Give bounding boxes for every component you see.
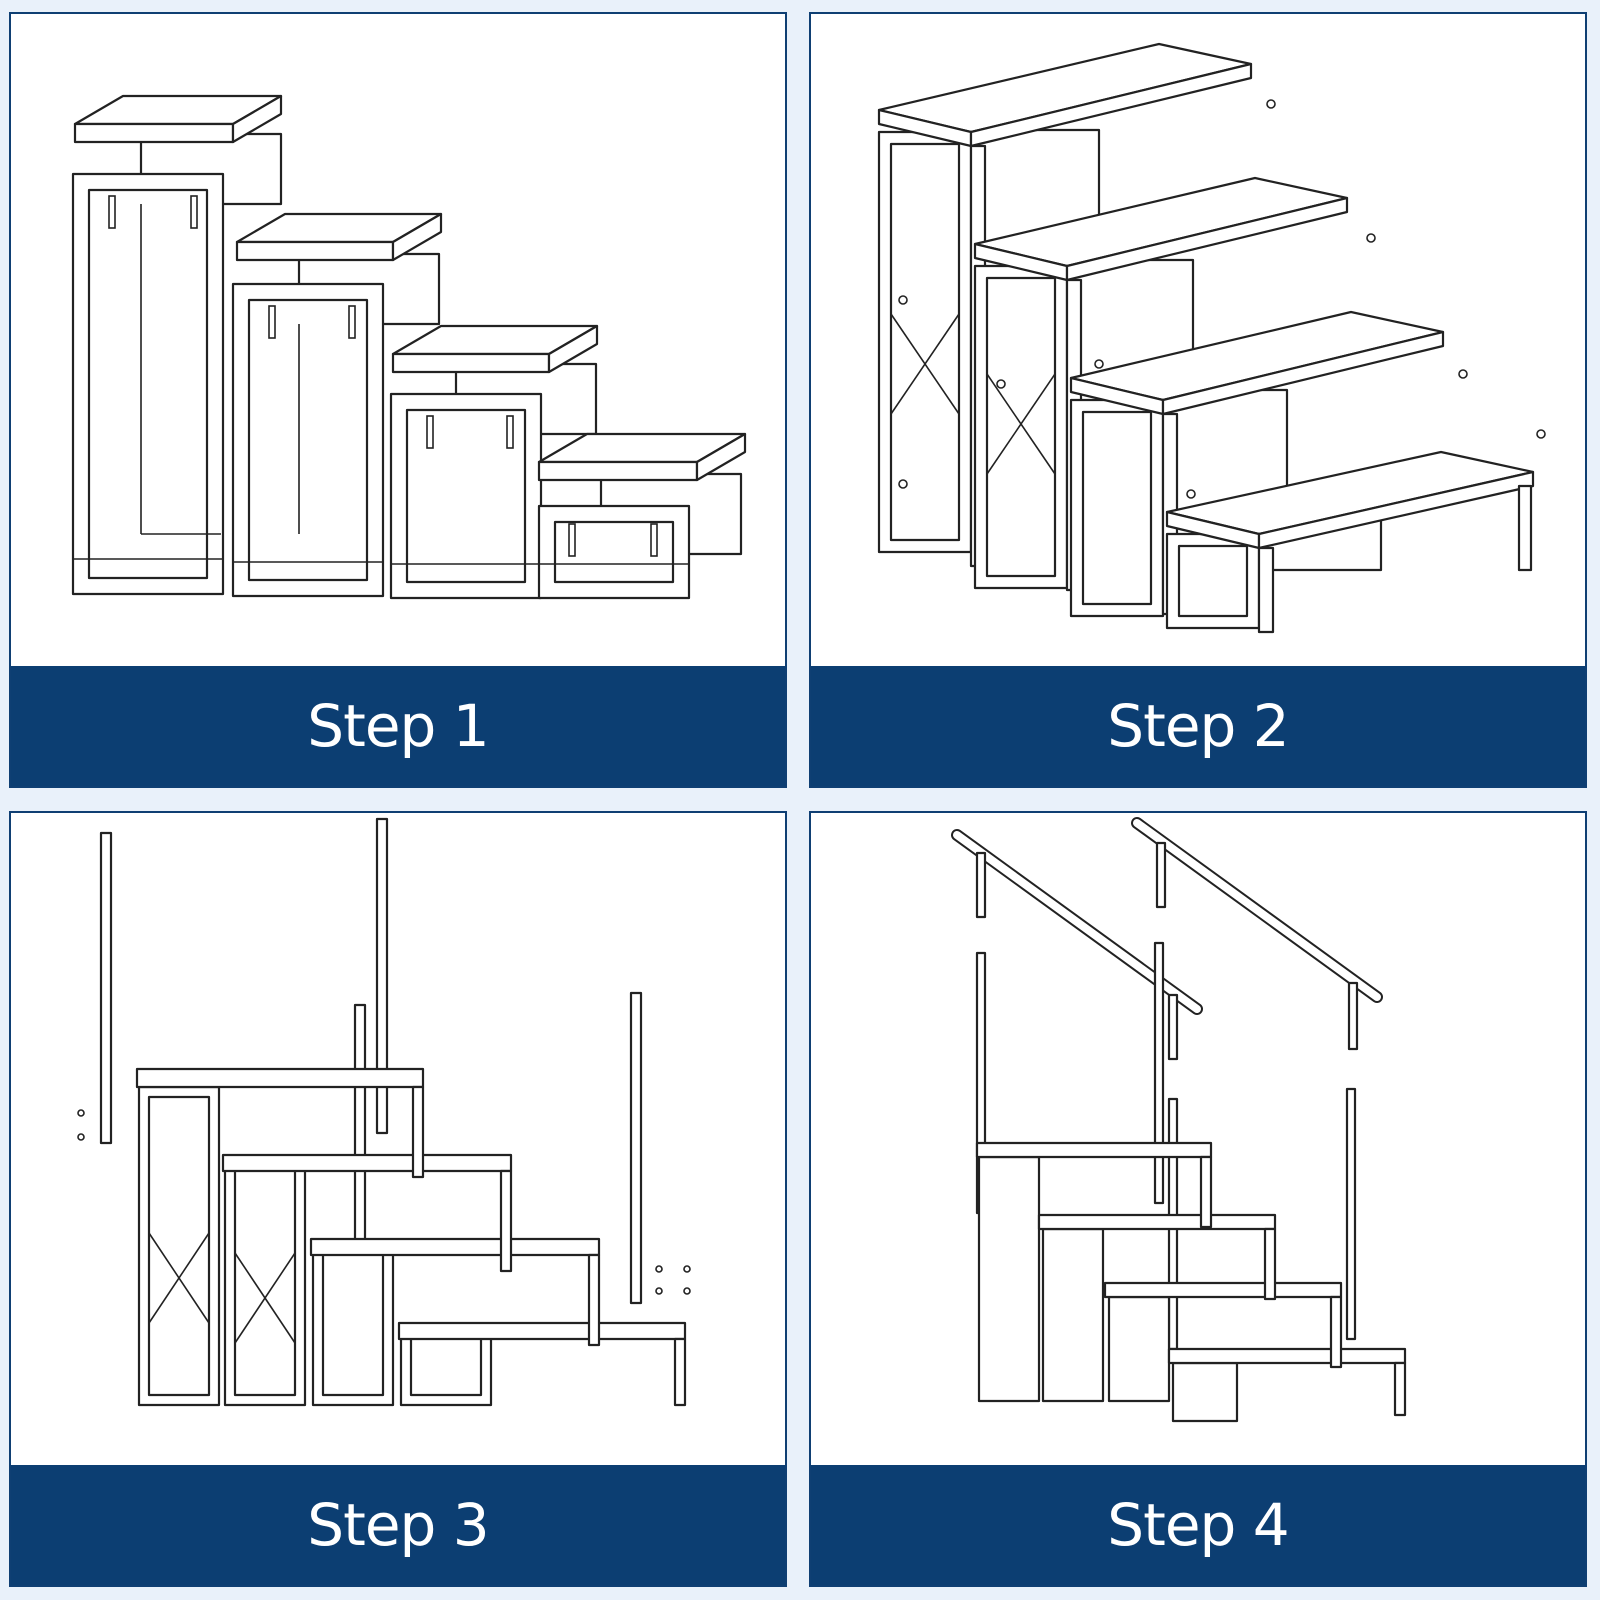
step-1-banner: Step 1 xyxy=(11,666,785,786)
frame-tier-2 xyxy=(231,212,443,598)
handrail-installation-drawing xyxy=(951,817,1407,1423)
step-1-panel: Step 1 xyxy=(9,12,787,788)
frame-tier-3 xyxy=(389,324,599,600)
stair-assembly xyxy=(975,1141,1407,1423)
step-3-label: Step 3 xyxy=(307,1491,489,1559)
handrails xyxy=(951,817,1383,1061)
step-1-label: Step 1 xyxy=(307,692,489,760)
stair-tier-2 xyxy=(973,176,1349,592)
stair-tier-4 xyxy=(1165,450,1535,634)
step-2-label: Step 2 xyxy=(1107,692,1289,760)
frame-tier-4 xyxy=(537,432,747,600)
step-4-illustration xyxy=(811,813,1585,1465)
step-4-banner: Step 4 xyxy=(811,1465,1585,1585)
exploded-frames-drawing xyxy=(71,94,747,600)
stair-assembly xyxy=(135,1067,687,1407)
frame-tier-1 xyxy=(71,94,283,596)
step-2-panel: Step 2 xyxy=(809,12,1587,788)
stair-tier-3 xyxy=(1069,310,1445,618)
step-1-illustration xyxy=(11,14,785,666)
step-3-panel: Step 3 xyxy=(9,811,787,1587)
step-4-label: Step 4 xyxy=(1107,1491,1289,1559)
bolt-set xyxy=(898,99,1546,499)
assembled-stairs-drawing xyxy=(877,42,1546,634)
step-3-banner: Step 3 xyxy=(11,1465,785,1585)
stair-tier-1 xyxy=(877,42,1253,568)
step-3-illustration xyxy=(11,813,785,1465)
step-2-banner: Step 2 xyxy=(811,666,1585,786)
step-2-illustration xyxy=(811,14,1585,666)
posts-installation-drawing xyxy=(77,817,691,1407)
step-4-panel: Step 4 xyxy=(809,811,1587,1587)
